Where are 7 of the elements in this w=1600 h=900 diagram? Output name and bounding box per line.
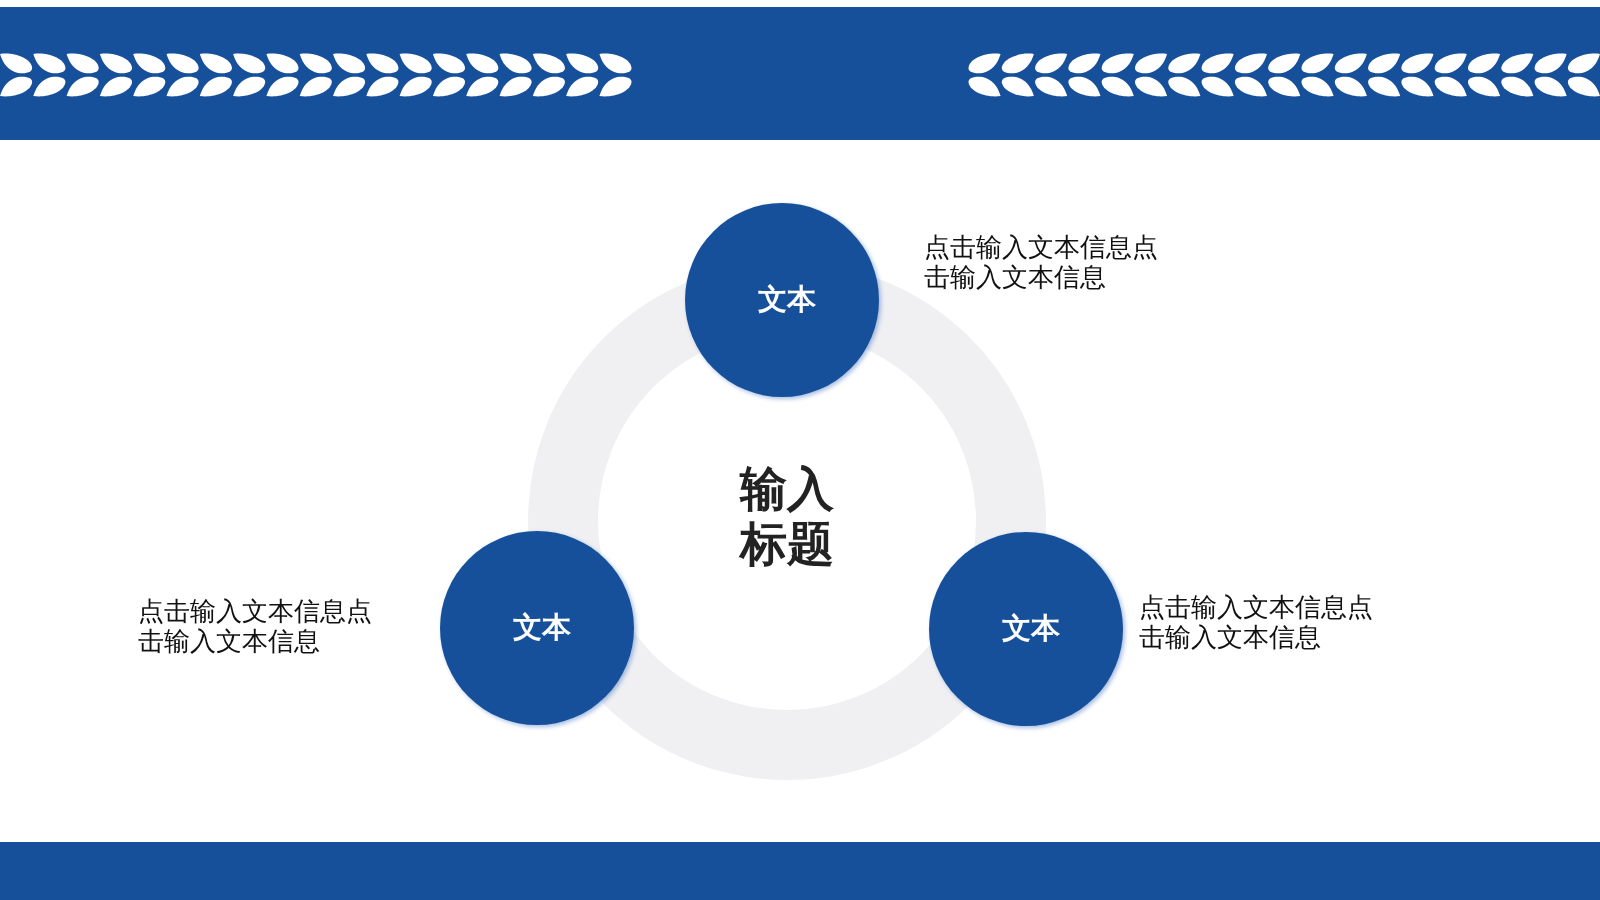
circle-label: 文本 [758, 284, 816, 316]
description-text: 点击输入文本信息点击输入文本信息 [924, 232, 1159, 292]
circle-label: 文本 [513, 612, 571, 644]
circle-label: 文本 [1002, 613, 1060, 645]
center-title: 输入标题 [738, 461, 835, 571]
description-text: 点击输入文本信息点击输入文本信息 [1139, 592, 1374, 652]
description-text: 点击输入文本信息点击输入文本信息 [138, 596, 373, 656]
